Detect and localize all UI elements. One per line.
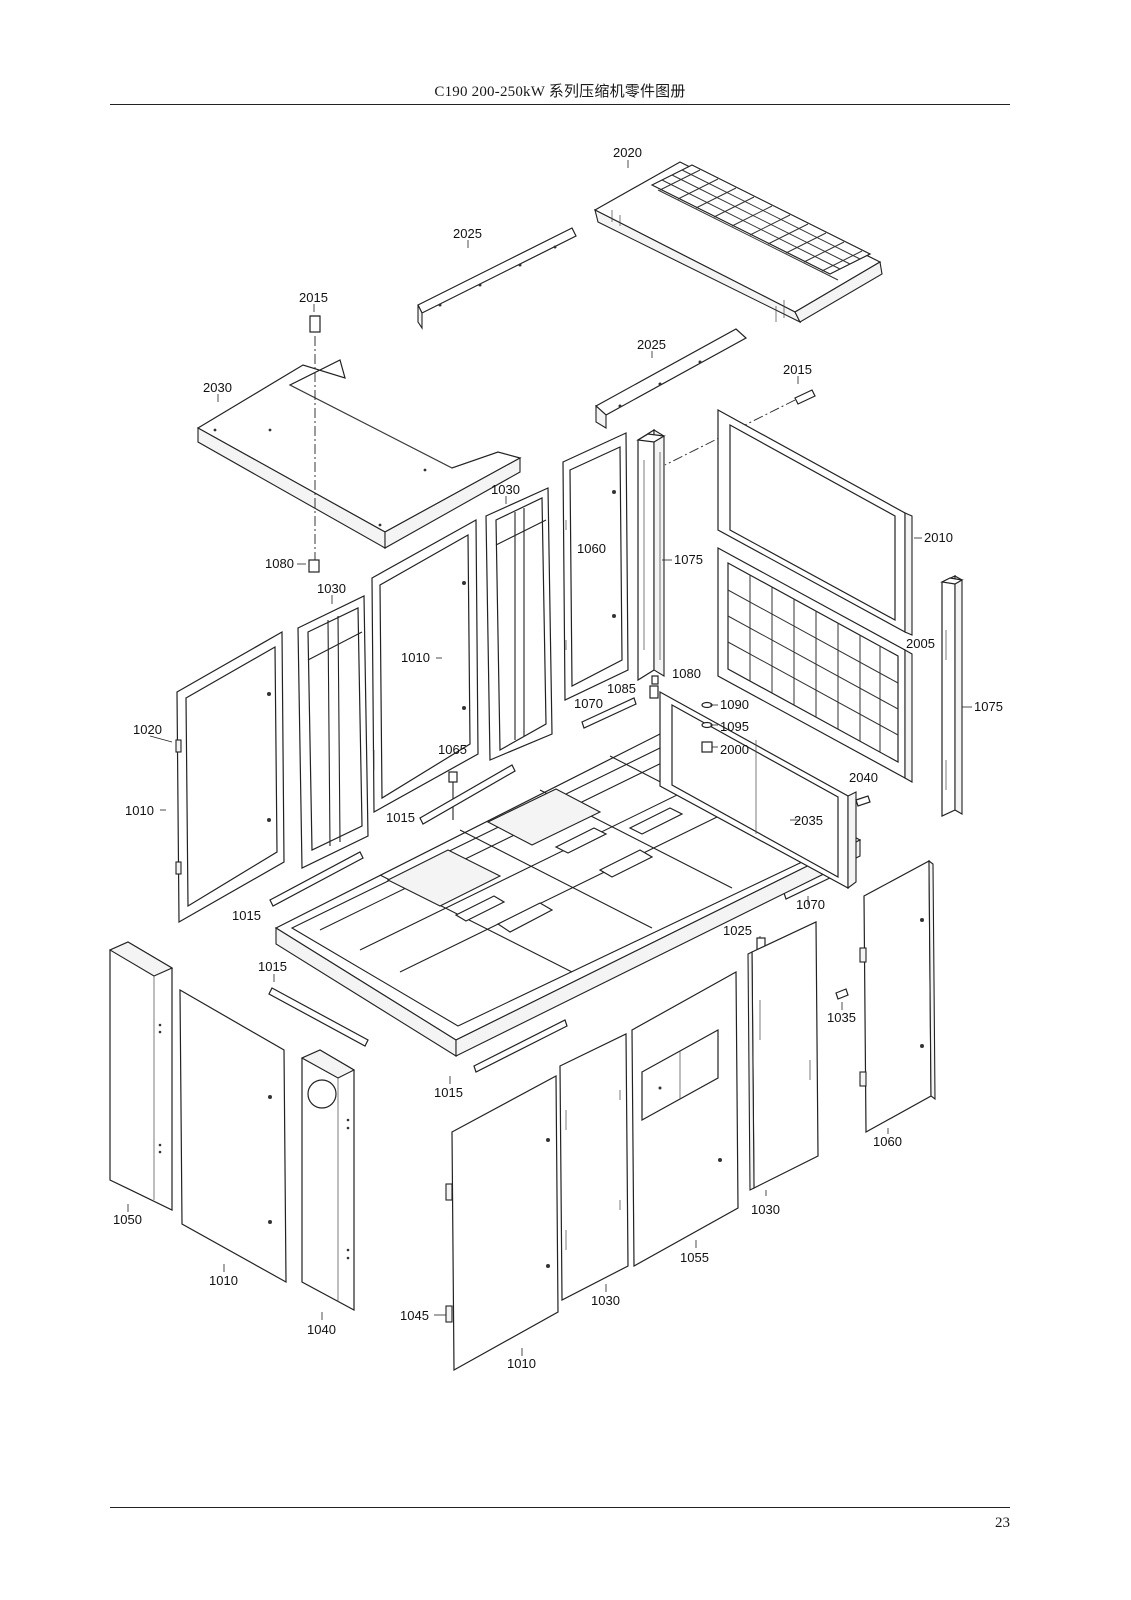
part-1015-rail-d bbox=[473, 1019, 568, 1073]
callout-1055: 1055 bbox=[680, 1250, 709, 1265]
part-2000-nut bbox=[701, 741, 713, 753]
part-1060-door-lower bbox=[859, 859, 936, 1134]
callout-1085: 1085 bbox=[607, 681, 636, 696]
part-2030-roof-panel bbox=[196, 359, 522, 549]
callout-1095: 1095 bbox=[720, 719, 749, 734]
callout-1050: 1050 bbox=[113, 1212, 142, 1227]
part-1015-rail-b bbox=[269, 851, 364, 907]
callout-2015-right: 2015 bbox=[783, 362, 812, 377]
part-2015-screw-left bbox=[309, 315, 321, 333]
callout-2000: 2000 bbox=[720, 742, 749, 757]
callout-labels: 2020 2025 2015 2030 2025 2015 2010 2005 … bbox=[113, 145, 1003, 1371]
callout-2025-lower: 2025 bbox=[637, 337, 666, 352]
callout-1025: 1025 bbox=[723, 923, 752, 938]
part-1015-rail-c bbox=[268, 987, 369, 1047]
page-footer: 23 bbox=[110, 1507, 1010, 1547]
callout-1080-top: 1080 bbox=[265, 556, 294, 571]
part-2025-lower-rail bbox=[594, 328, 748, 429]
callout-1075-center: 1075 bbox=[674, 552, 703, 567]
part-1070-rail-upper bbox=[581, 697, 637, 729]
callout-2020: 2020 bbox=[613, 145, 642, 160]
callout-1060-upper: 1060 bbox=[577, 541, 606, 556]
callout-2035: 2035 bbox=[794, 813, 823, 828]
part-1080-pin bbox=[308, 559, 320, 573]
part-1055-front-panel bbox=[631, 970, 739, 1268]
callout-1010-lower-left: 1010 bbox=[209, 1273, 238, 1288]
callout-1015-b: 1015 bbox=[232, 908, 261, 923]
callout-1020: 1020 bbox=[133, 722, 162, 737]
part-1010-door-lower-left bbox=[179, 988, 287, 1284]
part-1030-post-right bbox=[747, 921, 819, 1191]
part-1075-post-center bbox=[636, 428, 666, 682]
header-rule bbox=[110, 104, 1010, 105]
callout-1015-a: 1015 bbox=[386, 810, 415, 825]
page-title: C190 200-250kW 系列压缩机零件图册 bbox=[434, 84, 686, 100]
callout-1065: 1065 bbox=[438, 742, 467, 757]
callout-1010-left: 1010 bbox=[125, 803, 154, 818]
part-2020-roof-grille bbox=[593, 161, 883, 324]
callout-1075-right: 1075 bbox=[974, 699, 1003, 714]
part-1010-door-upper bbox=[371, 518, 479, 814]
part-2005-mesh-grille bbox=[717, 546, 913, 783]
callout-1010-upper: 1010 bbox=[401, 650, 430, 665]
footer-rule bbox=[110, 1507, 1010, 1508]
callout-1015-d: 1015 bbox=[434, 1085, 463, 1100]
part-2015-screw-right bbox=[794, 389, 816, 405]
part-1040-duct-column bbox=[300, 1049, 356, 1312]
part-1075-post-right bbox=[940, 575, 964, 817]
callout-1070-lower: 1070 bbox=[796, 897, 825, 912]
part-1065-pin bbox=[448, 771, 458, 820]
callout-1030-middle: 1030 bbox=[317, 581, 346, 596]
part-2035-back-frame bbox=[659, 690, 857, 890]
page-header: C190 200-250kW 系列压缩机零件图册 bbox=[110, 78, 1010, 105]
part-1015-rail-a bbox=[419, 764, 516, 825]
callout-2010: 2010 bbox=[924, 530, 953, 545]
callout-1090: 1090 bbox=[720, 697, 749, 712]
part-1060-door-upper bbox=[562, 432, 629, 701]
part-1080-pin-2 bbox=[651, 675, 659, 685]
callout-2040: 2040 bbox=[849, 770, 878, 785]
callout-1030-front: 1030 bbox=[591, 1293, 620, 1308]
part-2025-upper-rail bbox=[417, 227, 577, 330]
callout-1080-right: 1080 bbox=[672, 666, 701, 681]
callout-1060-lower: 1060 bbox=[873, 1134, 902, 1149]
callout-1035: 1035 bbox=[827, 1010, 856, 1025]
part-1030-post-front bbox=[559, 1033, 629, 1301]
callout-2005: 2005 bbox=[906, 636, 935, 651]
part-1030-post-upper bbox=[485, 487, 553, 761]
part-2010-frame bbox=[717, 408, 913, 636]
part-2040-bolt bbox=[855, 795, 871, 807]
callout-1070-upper: 1070 bbox=[574, 696, 603, 711]
page-number: 23 bbox=[995, 1515, 1010, 1531]
part-1010-door-front bbox=[445, 1075, 559, 1372]
callout-2015-left: 2015 bbox=[299, 290, 328, 305]
callout-1040: 1040 bbox=[307, 1322, 336, 1337]
part-1035-bolt bbox=[835, 988, 849, 1000]
part-1050-side-column bbox=[108, 941, 174, 1211]
part-1030-post-middle bbox=[297, 595, 369, 869]
callout-1010-front: 1010 bbox=[507, 1356, 536, 1371]
callout-2025-upper: 2025 bbox=[453, 226, 482, 241]
callout-2030: 2030 bbox=[203, 380, 232, 395]
callout-1030-right: 1030 bbox=[751, 1202, 780, 1217]
callout-1015-c: 1015 bbox=[258, 959, 287, 974]
part-1085-pin bbox=[649, 685, 659, 699]
leader-lines bbox=[127, 160, 972, 1356]
part-1010-door-left bbox=[175, 630, 285, 924]
callout-1030-upper: 1030 bbox=[491, 482, 520, 497]
callout-1045: 1045 bbox=[400, 1308, 429, 1323]
